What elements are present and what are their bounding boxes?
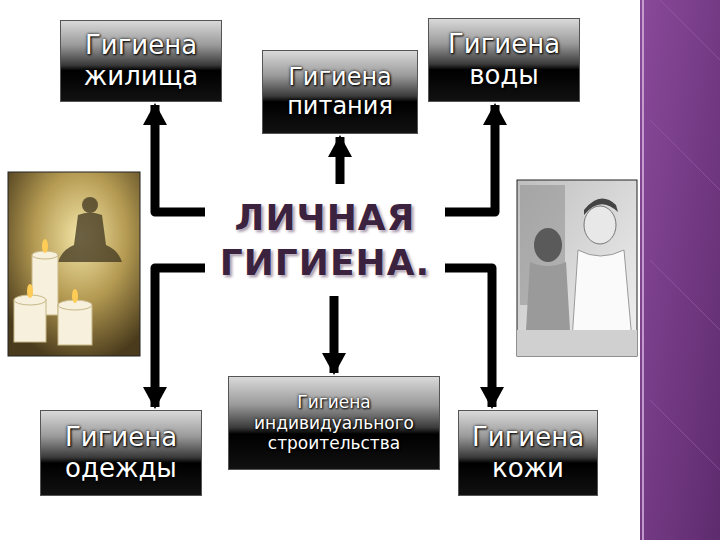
hub-title: ЛИЧНАЯ ГИГИЕНА. [205,188,445,292]
arrow-connector [445,268,492,407]
box-label: Гигиена жилища [69,30,213,92]
hygiene-box: Гигиена одежды [40,410,202,496]
box-label: Гигиена кожи [467,422,589,484]
box-label: Гигиена индивидуального строительства [237,392,431,453]
hub-text: ЛИЧНАЯ ГИГИЕНА. [213,195,437,285]
arrow-connector [336,137,345,184]
hygiene-box: Гигиена воды [428,18,580,102]
arrow-connector [155,268,205,407]
hygiene-box: Гигиена питания [262,50,418,134]
hygiene-box: Гигиена жилища [60,20,222,102]
hygiene-box: Гигиена кожи [458,410,598,496]
arrow-connector [330,296,339,373]
box-label: Гигиена питания [271,63,409,121]
box-label: Гигиена воды [437,29,571,91]
hygiene-box: Гигиена индивидуального строительства [228,376,440,470]
arrow-connector [445,105,495,212]
arrow-connector [155,105,205,212]
box-label: Гигиена одежды [49,422,193,484]
